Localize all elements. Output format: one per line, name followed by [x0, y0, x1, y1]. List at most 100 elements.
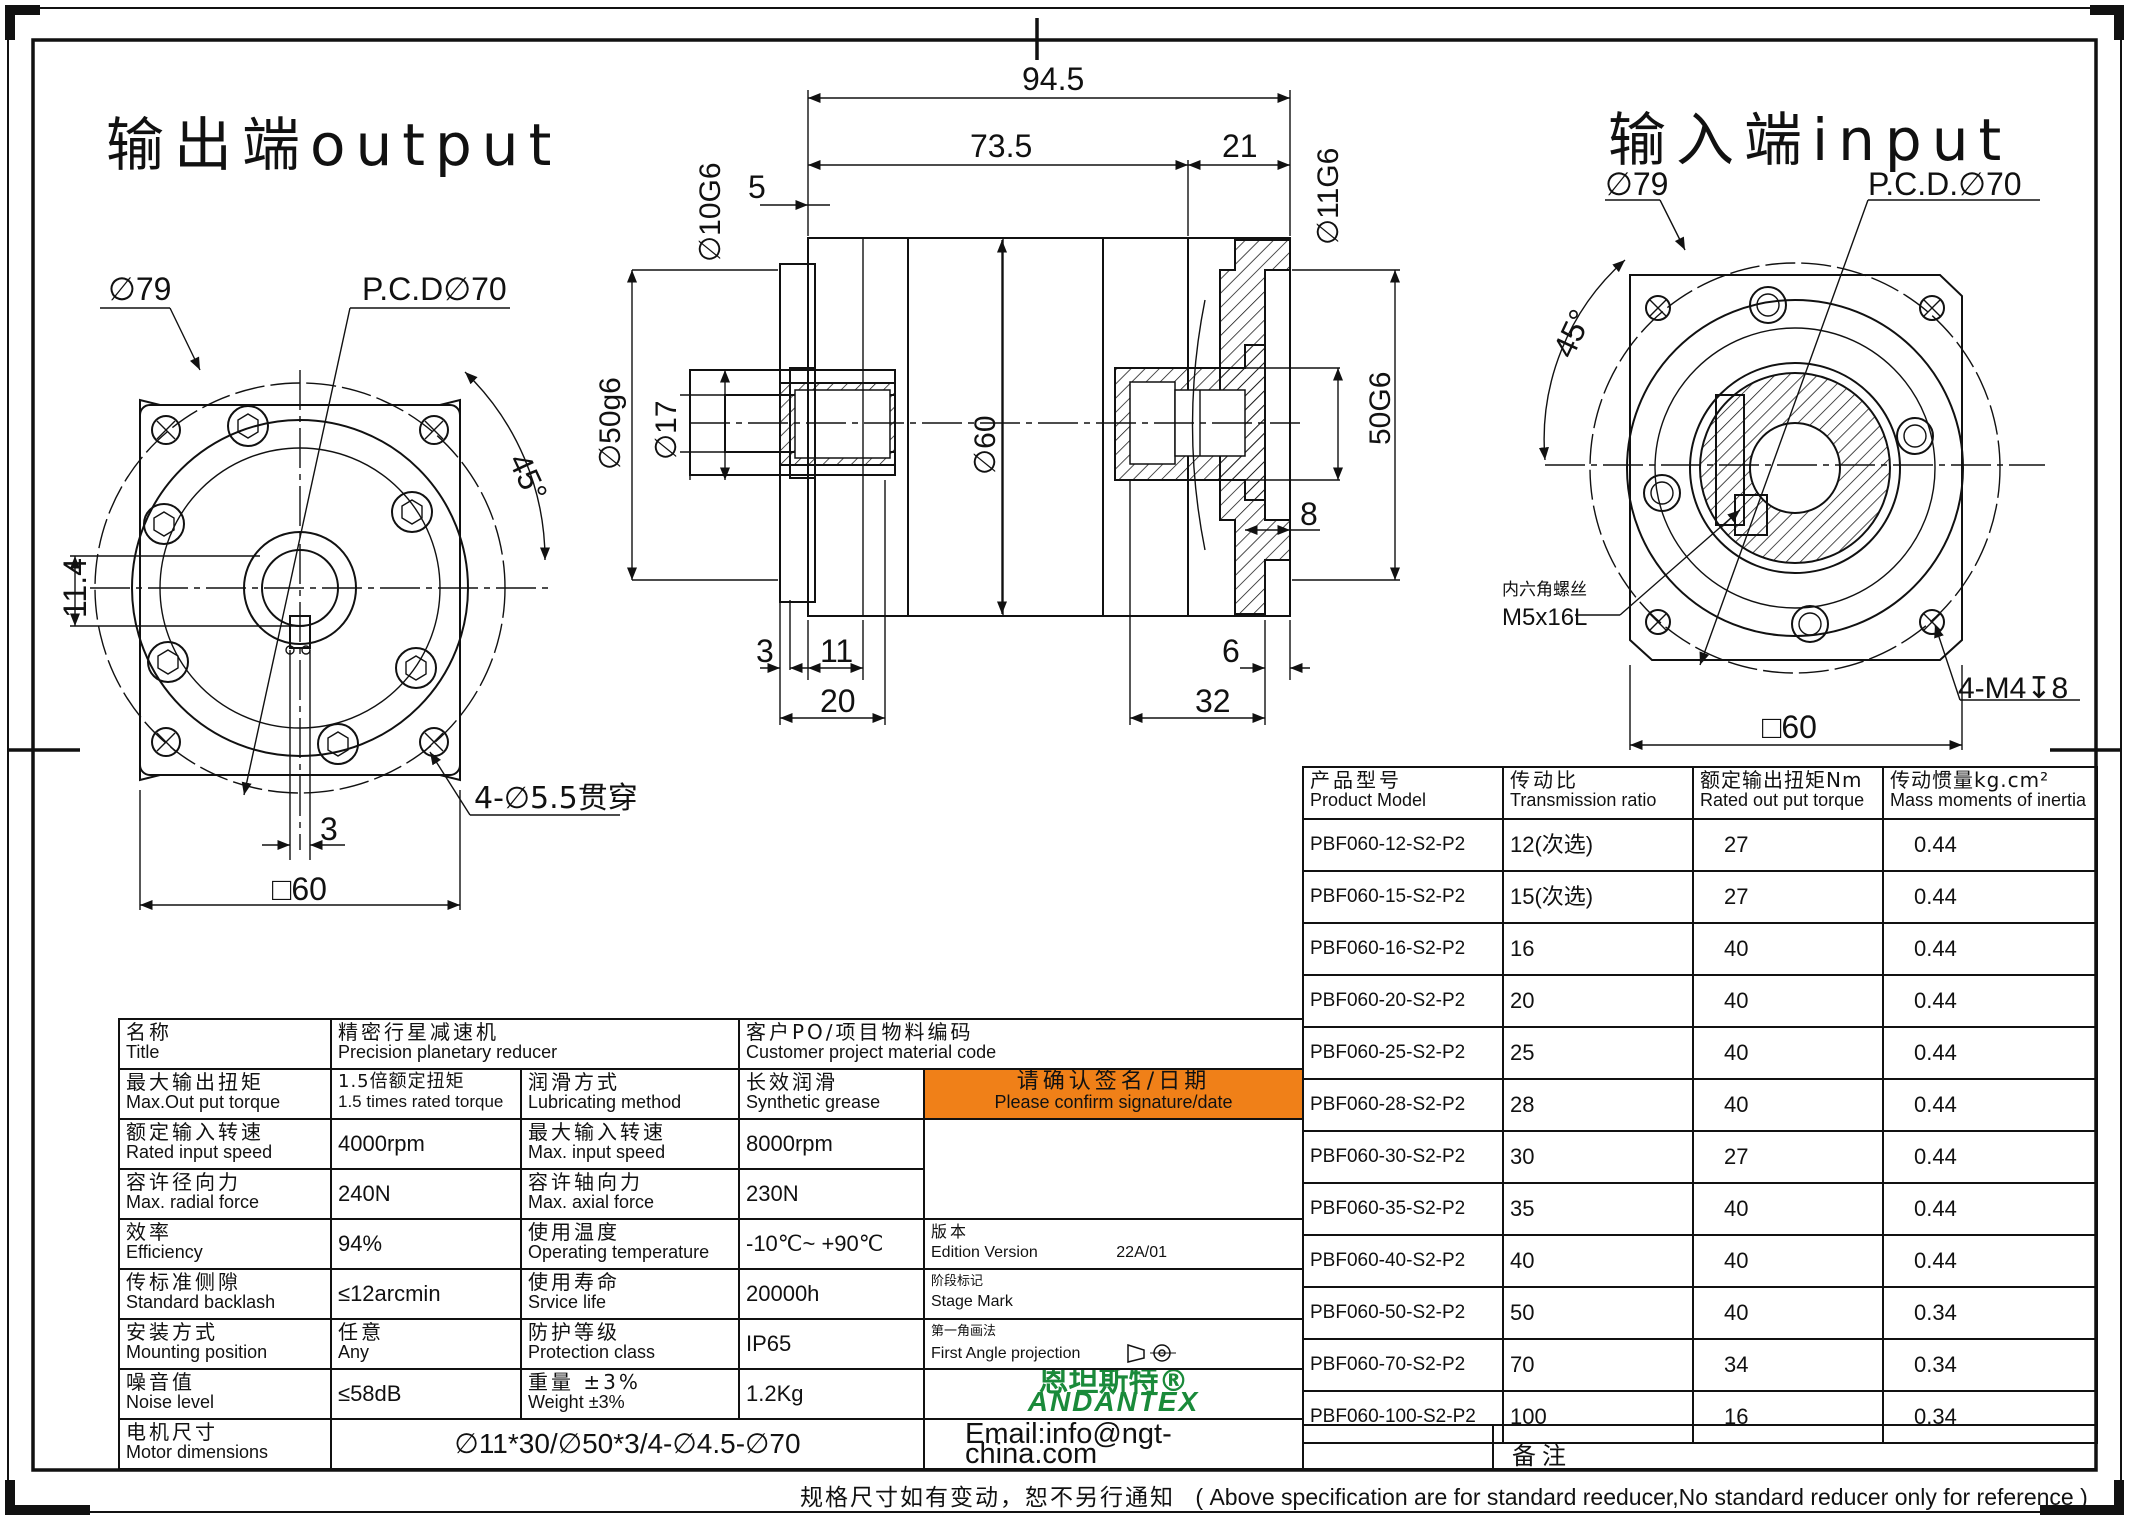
cell-ratio: 15(次选) — [1502, 870, 1694, 924]
cell-inertia: 0.44 — [1882, 1026, 2098, 1080]
cell-inertia: 0.44 — [1882, 818, 2098, 872]
bore-dia: ∅11G6 — [1312, 148, 1345, 245]
dim-11: 11 — [820, 633, 853, 669]
cell-ratio: 40 — [1502, 1234, 1694, 1288]
output-view-title: 输出端output — [106, 111, 561, 179]
cell-inertia: 0.44 — [1882, 1234, 2098, 1288]
cell-ratio: 20 — [1502, 974, 1694, 1028]
cell-ratio: 16 — [1502, 922, 1694, 976]
cell-torque: 40 — [1692, 1234, 1884, 1288]
cell-model: PBF060-28-S2-P2 — [1302, 1078, 1504, 1132]
dim-3-side: 3 — [756, 633, 774, 669]
cell-torque: 16 — [1692, 1390, 1884, 1444]
body-dia: ∅60 — [969, 415, 1002, 475]
cell-model: PBF060-50-S2-P2 — [1302, 1286, 1504, 1340]
input-end-view — [1538, 199, 2080, 751]
spec-value: ≤58dB — [330, 1368, 522, 1420]
spec-label: 重量 ±3%Weight ±3% — [520, 1368, 740, 1420]
cell-torque: 40 — [1692, 1286, 1884, 1340]
cell-torque: 40 — [1692, 922, 1884, 976]
cell-ratio: 30 — [1502, 1130, 1694, 1184]
spec-value: 8000rpm — [738, 1118, 925, 1170]
dim-5: 5 — [748, 169, 766, 205]
drawing-frame — [5, 5, 2124, 1515]
cell-inertia: 0.44 — [1882, 870, 2098, 924]
cell-inertia: 0.44 — [1882, 922, 2098, 976]
dim-20: 20 — [820, 683, 856, 719]
spec-value: IP65 — [738, 1318, 925, 1370]
dim-32: 32 — [1195, 683, 1231, 719]
cell-ratio: 35 — [1502, 1182, 1694, 1236]
shaft-dia-17: ∅17 — [650, 400, 683, 460]
cell-model: PBF060-16-S2-P2 — [1302, 922, 1504, 976]
dim-6: 6 — [1222, 633, 1240, 669]
cell-torque: 40 — [1692, 1078, 1884, 1132]
cell-torque: 40 — [1692, 1026, 1884, 1080]
dim-flange: 21 — [1222, 128, 1258, 164]
spec-value: 4000rpm — [330, 1118, 522, 1170]
motor-dimensions-value: ∅11*30/∅50*3/4-∅4.5-∅70 — [330, 1418, 925, 1470]
cell-inertia: 0.44 — [1882, 974, 2098, 1028]
signature-area[interactable] — [922, 1118, 1305, 1219]
cell-torque: 27 — [1692, 870, 1884, 924]
projection-symbol-icon — [1126, 1343, 1176, 1363]
dim-8: 8 — [1300, 496, 1318, 532]
cell-torque: 34 — [1692, 1338, 1884, 1392]
cell-model: PBF060-100-S2-P2 — [1302, 1390, 1504, 1444]
screw-spec: M5x16L — [1502, 604, 1587, 631]
cell-model: PBF060-40-S2-P2 — [1302, 1234, 1504, 1288]
cell-model: PBF060-15-S2-P2 — [1302, 870, 1504, 924]
input-holes: 4-M4↧8 — [1958, 672, 2068, 705]
remarks-label: 备注 — [1512, 1442, 1572, 1470]
input-square-60: □60 — [1762, 709, 1817, 745]
cell-inertia: 0.34 — [1882, 1338, 2098, 1392]
dim-overall: 94.5 — [1022, 61, 1084, 97]
input-pilot-dia: 50G6 — [1364, 372, 1397, 445]
cell-torque: 27 — [1692, 818, 1884, 872]
input-pcd: P.C.D.∅70 — [1868, 166, 2022, 202]
cell-inertia: 0.34 — [1882, 1390, 2098, 1444]
screw-label-cn: 内六角螺丝 — [1502, 580, 1587, 600]
output-dim-3: 3 — [320, 811, 338, 847]
cell-inertia: 0.44 — [1882, 1130, 2098, 1184]
side-section-view — [626, 90, 1401, 725]
output-angle: 45° — [502, 448, 555, 507]
cell-ratio: 50 — [1502, 1286, 1694, 1340]
cell-inertia: 0.34 — [1882, 1286, 2098, 1340]
cell-model: PBF060-12-S2-P2 — [1302, 818, 1504, 872]
output-holes: 4-∅5.5贯穿 — [474, 781, 638, 816]
pilot-dia: ∅50g6 — [594, 377, 627, 470]
input-angle: 45° — [1546, 304, 1599, 363]
cell-torque: 40 — [1692, 1182, 1884, 1236]
company-email[interactable]: Email:info@ngt-china.com — [922, 1418, 1305, 1470]
cell-ratio: 28 — [1502, 1078, 1694, 1132]
